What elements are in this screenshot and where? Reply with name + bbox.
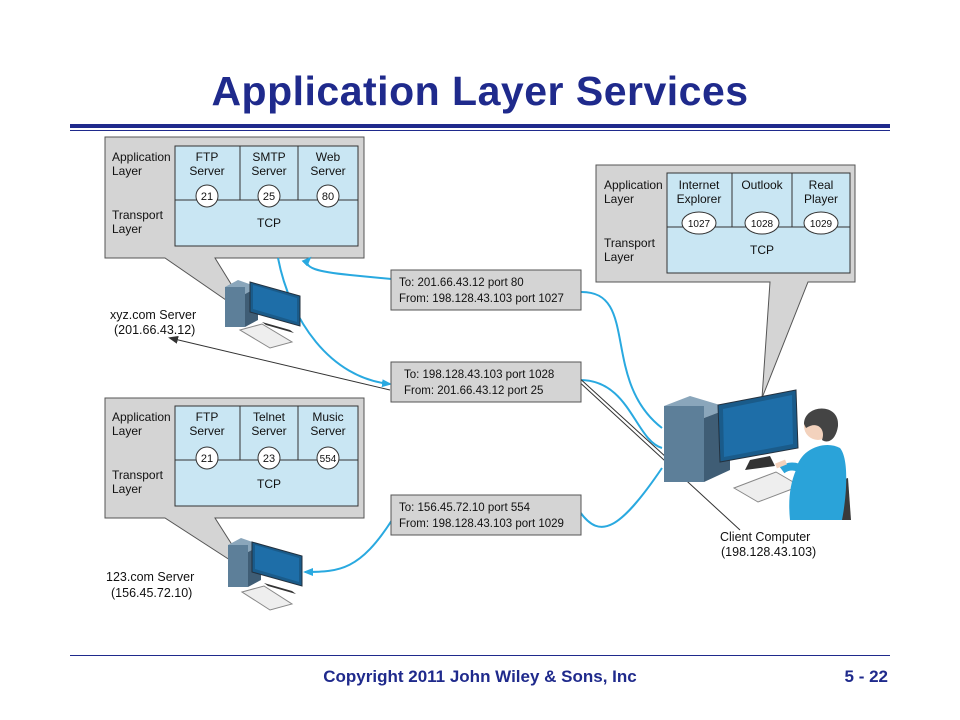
flow-arrow <box>579 379 663 449</box>
application-layer-label: Application <box>604 178 663 192</box>
message-box: To: 156.45.72.10 port 554 From: 198.128.… <box>390 494 582 536</box>
app-label: Music <box>312 410 343 424</box>
message-box: To: 198.128.43.103 port 1028 From: 201.6… <box>390 361 582 403</box>
app-label: Server <box>251 424 286 438</box>
port-number: 21 <box>201 191 213 203</box>
transport-layer-label: Transport <box>112 468 164 482</box>
message-to: To: 201.66.43.12 port 80 <box>399 277 524 289</box>
message-box: To: 201.66.43.12 port 80 From: 198.128.4… <box>390 269 582 311</box>
message-to: To: 156.45.72.10 port 554 <box>399 502 531 514</box>
footer-copyright: Copyright 2011 John Wiley & Sons, Inc <box>323 667 637 686</box>
app-label: Web <box>316 150 341 164</box>
server-label: 123.com Server <box>106 570 194 584</box>
com123-server-computer-icon: 123.com Server (156.45.72.10) <box>106 538 303 611</box>
port-number: 554 <box>320 454 337 465</box>
client-address: (198.128.43.103) <box>721 545 816 559</box>
app-label: FTP <box>196 150 219 164</box>
xyz-server-computer-icon: xyz.com Server (201.66.43.12) <box>110 280 301 349</box>
application-layer-label: Layer <box>112 424 142 438</box>
port-number: 1029 <box>810 219 833 230</box>
app-label: Player <box>804 192 838 206</box>
label-pointers <box>168 335 741 531</box>
app-label: Real <box>809 178 834 192</box>
app-label: Server <box>310 164 345 178</box>
port-number: 21 <box>201 453 213 465</box>
transport-layer-label: Layer <box>112 482 142 496</box>
transport-layer-label: Transport <box>604 236 656 250</box>
transport-protocol: TCP <box>750 243 774 257</box>
transport-layer-label: Layer <box>112 222 142 236</box>
title-divider-thin <box>70 130 890 131</box>
transport-protocol: TCP <box>257 477 281 491</box>
client-callout: Application Layer Transport Layer Intern… <box>595 164 856 399</box>
app-label: Explorer <box>677 192 722 206</box>
message-from: From: 201.66.43.12 port 25 <box>404 385 543 397</box>
flow-arrow <box>277 257 392 388</box>
app-label: SMTP <box>252 150 285 164</box>
application-layer-label: Application <box>112 410 171 424</box>
app-label: Internet <box>679 178 720 192</box>
transport-protocol: TCP <box>257 216 281 230</box>
server-label: xyz.com Server <box>110 308 196 322</box>
slide-title: Application Layer Services <box>211 68 749 114</box>
title-divider <box>70 124 890 128</box>
application-layer-label: Application <box>112 150 171 164</box>
app-label: Telnet <box>253 410 286 424</box>
application-layer-label: Layer <box>112 164 142 178</box>
app-label: Server <box>189 424 224 438</box>
port-number: 25 <box>263 191 275 203</box>
message-to: To: 198.128.43.103 port 1028 <box>404 369 554 381</box>
app-label: FTP <box>196 410 219 424</box>
port-number: 1028 <box>751 219 774 230</box>
transport-layer-label: Layer <box>604 250 634 264</box>
page-number: 5 - 22 <box>844 667 888 686</box>
transport-layer-label: Transport <box>112 208 164 222</box>
message-from: From: 198.128.43.103 port 1027 <box>399 293 564 305</box>
app-label: Server <box>189 164 224 178</box>
user-figure-icon: Client Computer (198.128.43.103) <box>720 408 851 559</box>
app-label: Server <box>251 164 286 178</box>
application-layer-label: Layer <box>604 192 634 206</box>
port-number: 80 <box>322 191 334 203</box>
server-address: (156.45.72.10) <box>111 586 192 600</box>
footer-divider <box>70 655 890 656</box>
app-label: Outlook <box>741 178 783 192</box>
port-number: 23 <box>263 453 275 465</box>
message-from: From: 198.128.43.103 port 1029 <box>399 518 564 530</box>
server-address: (201.66.43.12) <box>114 323 195 337</box>
port-number: 1027 <box>688 219 711 230</box>
client-computer-icon <box>664 389 802 503</box>
app-label: Server <box>310 424 345 438</box>
client-label: Client Computer <box>720 530 810 544</box>
